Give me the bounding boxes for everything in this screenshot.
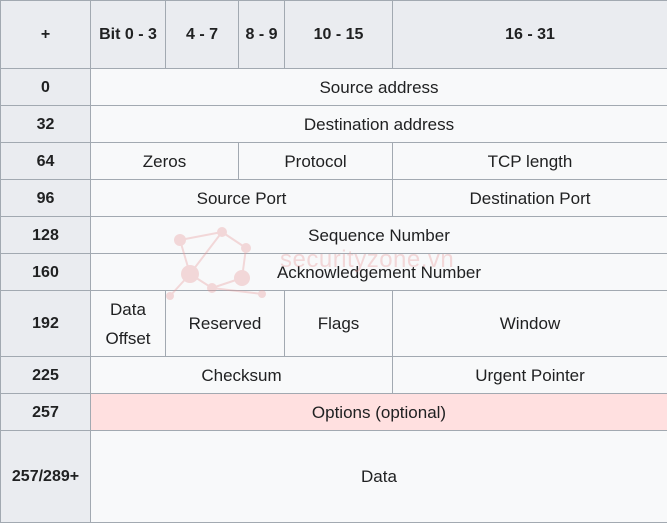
urgent-pointer-cell: Urgent Pointer — [392, 356, 667, 394]
table-row: 32 Destination address — [0, 105, 667, 143]
corner-header: + — [0, 0, 91, 69]
table-row: 64 Zeros Protocol TCP length — [0, 142, 667, 180]
row-offset: 96 — [0, 179, 91, 217]
table-row: 257 Options (optional) — [0, 393, 667, 431]
protocol-cell: Protocol — [238, 142, 393, 180]
destination-address-cell: Destination address — [90, 105, 667, 143]
table-row: 0 Source address — [0, 68, 667, 106]
table-row: 192 Data Offset Reserved Flags Window — [0, 290, 667, 357]
table-row: 160 Acknowledgement Number — [0, 253, 667, 291]
row-offset: 257 — [0, 393, 91, 431]
source-port-cell: Source Port — [90, 179, 393, 217]
source-address-cell: Source address — [90, 68, 667, 106]
row-offset: 32 — [0, 105, 91, 143]
destination-port-cell: Destination Port — [392, 179, 667, 217]
window-cell: Window — [392, 290, 667, 357]
bit-10-15-header: 10 - 15 — [284, 0, 393, 69]
row-offset: 160 — [0, 253, 91, 291]
reserved-cell: Reserved — [165, 290, 285, 357]
bit-8-9-header: 8 - 9 — [238, 0, 285, 69]
table-row: 225 Checksum Urgent Pointer — [0, 356, 667, 394]
checksum-cell: Checksum — [90, 356, 393, 394]
zeros-cell: Zeros — [90, 142, 239, 180]
tcp-length-cell: TCP length — [392, 142, 667, 180]
header-row: + Bit 0 - 3 4 - 7 8 - 9 10 - 15 16 - 31 — [0, 0, 667, 69]
data-offset-cell: Data Offset — [90, 290, 166, 357]
bit-16-31-header: 16 - 31 — [392, 0, 667, 69]
table-row: 257/289+ Data — [0, 430, 667, 523]
row-offset: 257/289+ — [0, 430, 91, 523]
options-cell: Options (optional) — [90, 393, 667, 431]
acknowledgement-number-cell: Acknowledgement Number — [90, 253, 667, 291]
bit-4-7-header: 4 - 7 — [165, 0, 239, 69]
row-offset: 192 — [0, 290, 91, 357]
bit-0-3-header: Bit 0 - 3 — [90, 0, 166, 69]
data-cell: Data — [90, 430, 667, 523]
table-row: 128 Sequence Number — [0, 216, 667, 254]
flags-cell: Flags — [284, 290, 393, 357]
table-row: 96 Source Port Destination Port — [0, 179, 667, 217]
row-offset: 225 — [0, 356, 91, 394]
row-offset: 128 — [0, 216, 91, 254]
sequence-number-cell: Sequence Number — [90, 216, 667, 254]
row-offset: 0 — [0, 68, 91, 106]
row-offset: 64 — [0, 142, 91, 180]
